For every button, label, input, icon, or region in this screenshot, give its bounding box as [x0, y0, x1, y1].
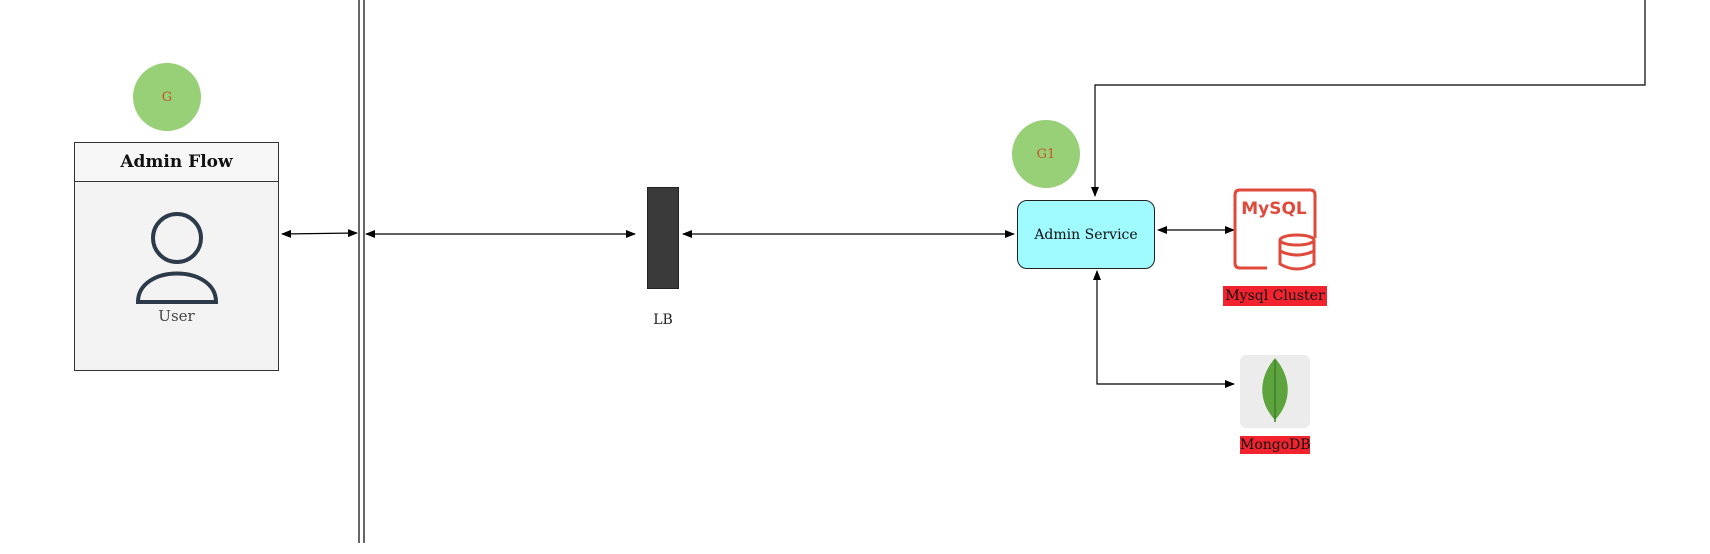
connector-user-divider	[281, 229, 358, 238]
admin-flow-title: Admin Flow	[75, 143, 278, 182]
connector-service-mongodb	[1093, 270, 1235, 388]
load-balancer-label: LB	[653, 312, 673, 328]
badge-g1-label: G1	[1036, 146, 1056, 162]
mysql-icon	[1233, 188, 1317, 271]
admin-service-node[interactable]: Admin Service	[1017, 200, 1155, 269]
load-balancer-node[interactable]	[647, 187, 679, 289]
connector-top-to-service	[1091, 0, 1646, 197]
badge-g: G	[133, 63, 201, 131]
user-label: User	[158, 307, 195, 325]
mysql-logo-text: MySQL	[1241, 199, 1307, 219]
user-icon-overlay	[135, 212, 219, 304]
mongodb-leaf-overlay	[1262, 358, 1288, 422]
admin-flow-box[interactable]: Admin Flow User	[74, 142, 279, 371]
mysql-cluster-label: Mysql Cluster	[1223, 286, 1327, 306]
badge-g-label: G	[161, 89, 173, 105]
admin-service-label: Admin Service	[1034, 226, 1138, 243]
badge-g1: G1	[1012, 120, 1080, 188]
mongodb-label: MongoDB	[1240, 436, 1311, 454]
